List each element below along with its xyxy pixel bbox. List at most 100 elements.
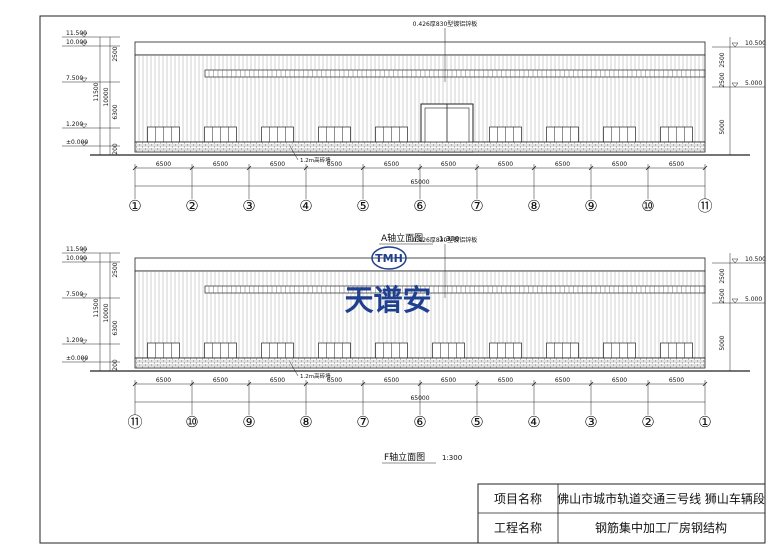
bay-dim: 6500	[270, 377, 285, 384]
window-mullions	[155, 127, 172, 142]
axis-bubble: ⑧	[527, 197, 540, 215]
left-level-label: 7.500	[66, 75, 83, 82]
left-vertical-dim: 2500	[112, 46, 119, 61]
dim-tick	[702, 165, 708, 171]
ribbon-window-mullions	[208, 286, 705, 293]
level-marker-icon	[731, 258, 739, 264]
bay-dim: 6500	[156, 377, 171, 384]
dim-tick	[645, 381, 651, 387]
roof-note: 0.426厚830型镀铝锌板	[413, 20, 478, 28]
left-level-label: ±0.000	[66, 139, 88, 146]
dim-tick	[360, 165, 366, 171]
window-mullions	[497, 127, 514, 142]
base-note: 1.2m高砖墙	[300, 372, 331, 380]
right-vertical-dim: 2500	[719, 72, 726, 87]
level-marker-icon	[80, 32, 88, 38]
dim-tick	[303, 381, 309, 387]
sheet-frame	[39, 15, 766, 544]
cladding-ribs	[138, 55, 704, 142]
axis-bubble: ⑥	[413, 413, 426, 431]
left-level-label: 11.500	[66, 30, 87, 37]
bay-dim: 6500	[441, 377, 456, 384]
level-marker-icon	[731, 42, 739, 48]
left-level-label: 10.000	[66, 39, 87, 46]
project-value: 佛山市城市轨道交通三号线 狮山车辆段	[557, 491, 765, 506]
axis-bubble: ②	[185, 197, 198, 215]
dim-tick	[474, 381, 480, 387]
window-mullions	[269, 343, 286, 358]
dim-tick	[189, 381, 195, 387]
bay-dim: 6500	[555, 161, 570, 168]
watermark-text: 天谱安	[344, 283, 431, 317]
ribbon-window-mullions	[208, 70, 705, 77]
axis-bubble: ①	[128, 197, 141, 215]
elevation-scale: 1:300	[439, 235, 459, 243]
level-marker-icon	[80, 357, 88, 363]
elevation-title: F轴立面图	[384, 451, 425, 463]
window-mullions	[212, 343, 229, 358]
base-note: 1.2m高砖墙	[300, 156, 331, 164]
axis-bubble: ⑨	[242, 413, 255, 431]
left-vertical-dim: 11500	[93, 298, 100, 317]
left-vertical-dim: 2500	[112, 262, 119, 277]
window-mullions	[383, 343, 400, 358]
window-mullions	[326, 343, 343, 358]
window-mullions	[326, 127, 343, 142]
cladding-ribs	[138, 271, 704, 358]
bay-dim: 6500	[612, 377, 627, 384]
bay-dim: 6500	[669, 161, 684, 168]
level-marker-icon	[731, 82, 739, 88]
axis-bubble: ⑦	[356, 413, 369, 431]
window-mullions	[611, 343, 628, 358]
bay-dim: 6500	[384, 377, 399, 384]
axis-bubble: ③	[242, 197, 255, 215]
level-marker-icon	[80, 293, 88, 299]
base-note-leader	[289, 145, 299, 161]
bay-dim: 6500	[213, 161, 228, 168]
bay-dim: 6500	[498, 377, 513, 384]
left-vertical-dim: 10000	[103, 303, 110, 322]
left-vertical-dim: 200	[112, 143, 119, 155]
roof-note: 0.426厚830型镀铝锌板	[413, 236, 478, 244]
bay-dim: 6500	[669, 377, 684, 384]
brick-plinth	[134, 357, 706, 369]
elevation-f: 0.426厚830型镀铝锌板 1.2m高砖墙 11.500 10.000 7.500 1.…	[62, 236, 766, 464]
roof-fascia	[134, 257, 706, 272]
axis-bubble: ②	[641, 413, 654, 431]
brick-plinth	[134, 141, 706, 153]
axis-bubble: ⑧	[299, 413, 312, 431]
bay-dim: 6500	[156, 161, 171, 168]
axis-bubble: ③	[584, 413, 597, 431]
axis-bubble: ⑤	[470, 413, 483, 431]
window-mullions	[155, 343, 172, 358]
dim-tick	[474, 165, 480, 171]
right-vertical-dim: 2500	[719, 52, 726, 67]
left-level-label: 1.200	[66, 337, 83, 344]
total-dim: 65000	[410, 395, 429, 402]
project-label: 项目名称	[494, 491, 542, 506]
level-marker-icon	[80, 248, 88, 254]
bay-dim: 6500	[327, 161, 342, 168]
left-vertical-dim: 6300	[112, 104, 119, 119]
total-dim: 65000	[410, 179, 429, 186]
axis-bubble: ⑦	[470, 197, 483, 215]
dim-tick	[702, 381, 708, 387]
work-value: 钢筋集中加工厂房钢结构	[595, 520, 727, 535]
right-level-label: 5.000	[745, 296, 762, 303]
left-level-label: 11.500	[66, 246, 87, 253]
dim-tick	[360, 381, 366, 387]
right-level-label: 5.000	[745, 80, 762, 87]
dim-tick	[588, 165, 594, 171]
elevation-a: 0.426厚830型镀铝锌板1.2m高砖墙11.50010.0007.5001.…	[62, 20, 766, 245]
left-vertical-dim: 200	[112, 359, 119, 371]
right-vertical-dim: 5000	[719, 119, 726, 134]
watermark: TMH 天谱安	[344, 246, 432, 317]
bay-dim: 6500	[327, 377, 342, 384]
left-level-label: 10.000	[66, 255, 87, 262]
level-marker-icon	[80, 41, 88, 47]
window-mullions	[554, 343, 571, 358]
bay-dim: 6500	[498, 161, 513, 168]
right-level-label: 10.500	[745, 256, 766, 263]
left-level-label: 7.500	[66, 291, 83, 298]
